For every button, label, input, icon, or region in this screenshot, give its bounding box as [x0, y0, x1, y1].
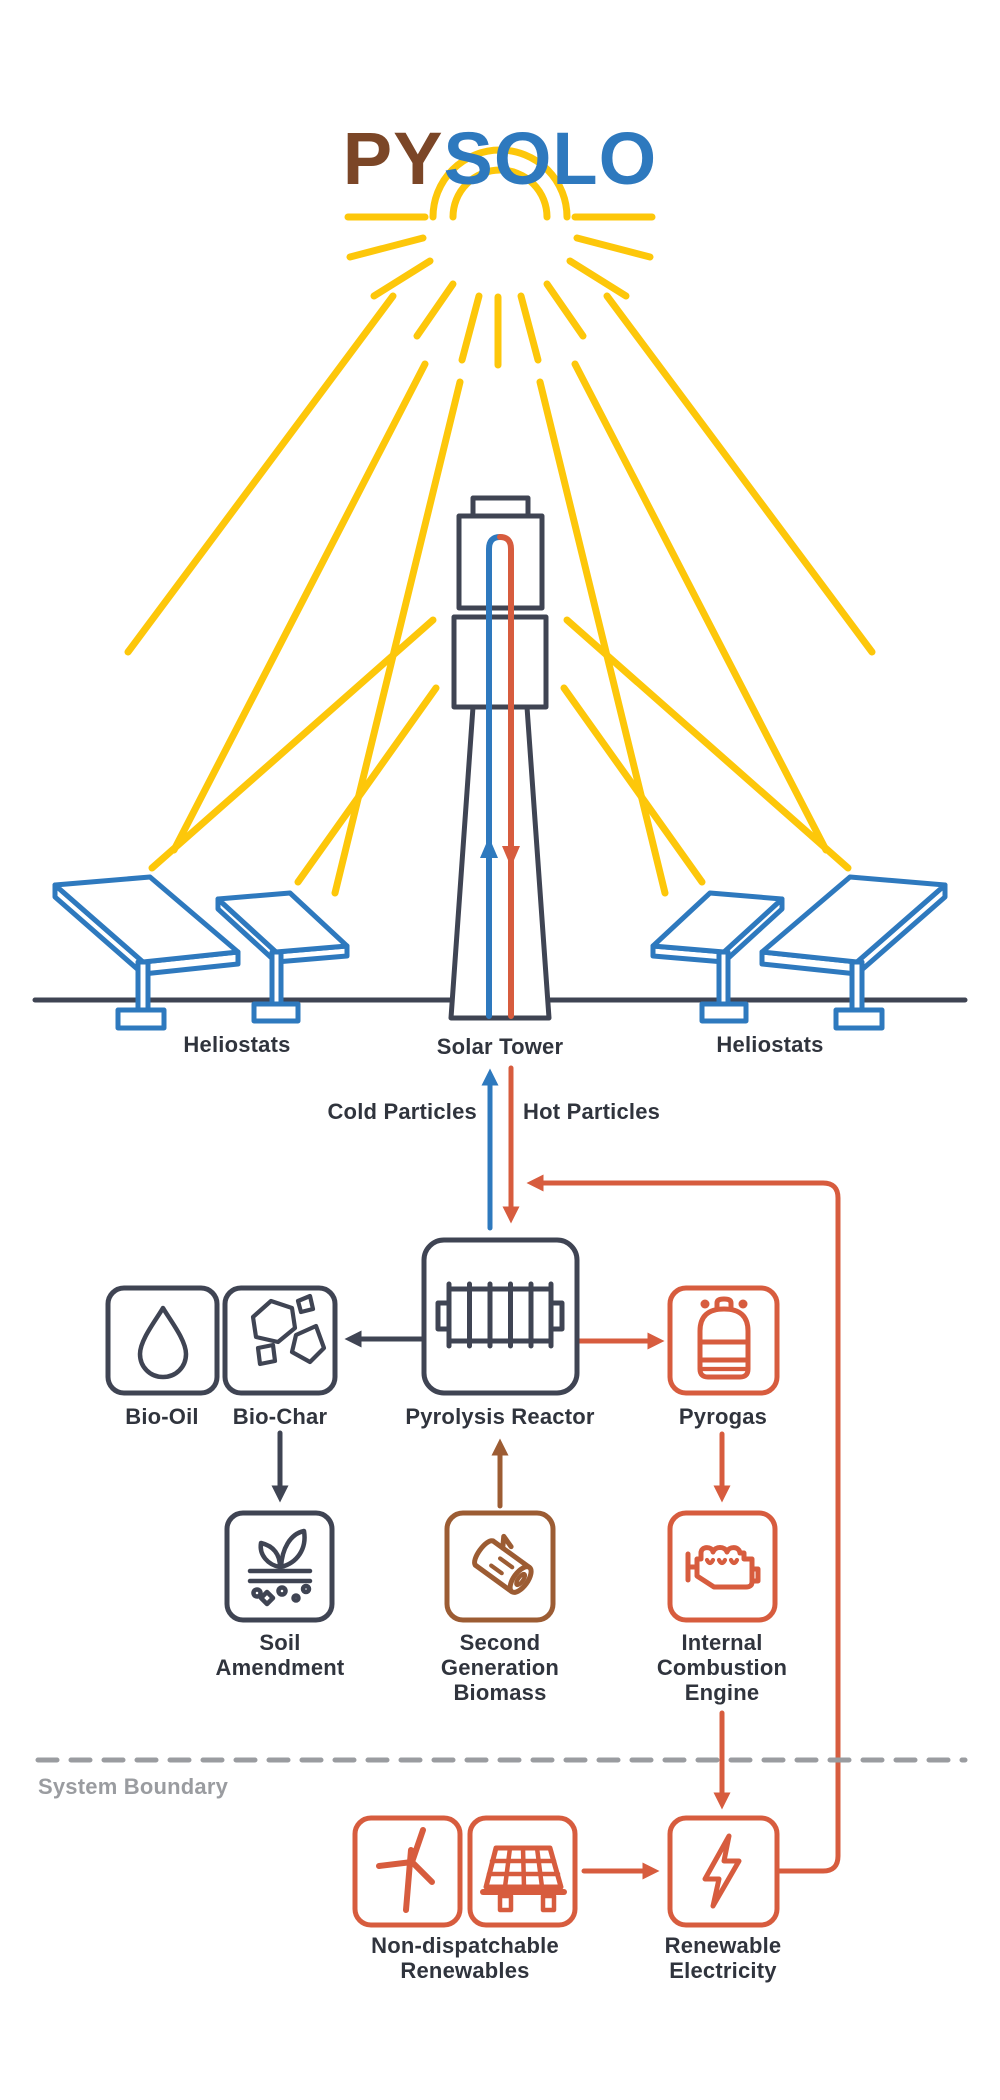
particle-pipes: [480, 534, 520, 1019]
heliostat-right-large: [759, 874, 948, 1031]
heliostat-right-small: [650, 890, 785, 1024]
rotary-kiln-icon: [435, 1281, 565, 1349]
heliostats-left-label: Heliostats: [183, 1032, 291, 1057]
heliostat-left-large: [52, 874, 241, 1031]
node-solar-renewable: [467, 1815, 578, 1928]
heliostat-left-small: [215, 890, 350, 1024]
sun-rays: [344, 213, 656, 369]
internal-combustion-engine-label: Internal Combustion Engine: [656, 1630, 788, 1705]
node-pyrogas: [667, 1285, 780, 1396]
node-renewable-electricity: [667, 1815, 780, 1928]
sun-beams: [124, 292, 876, 897]
second-generation-biomass-label: Second Generation Biomass: [440, 1630, 560, 1705]
solar-tower-structure: [448, 495, 552, 1021]
bio-oil-label: Bio-Oil: [125, 1404, 199, 1429]
node-bio-oil: [105, 1285, 220, 1396]
reflected-beams: [148, 616, 852, 886]
node-internal-combustion-engine: [667, 1510, 778, 1623]
droplet-icon: [137, 1305, 189, 1380]
node-wind-renewable: [352, 1815, 463, 1928]
node-bio-char: [222, 1285, 338, 1396]
renewable-electricity-label: Renewable Electricity: [664, 1933, 782, 1983]
solar-tower-label: Solar Tower: [436, 1034, 564, 1059]
hot-particles-label: Hot Particles: [523, 1099, 661, 1124]
logo-solo: SOLO: [443, 117, 658, 200]
node-pyrolysis-reactor: [421, 1237, 580, 1396]
engine-icon: [685, 1545, 761, 1590]
gas-cylinder-icon: [697, 1296, 751, 1380]
lightning-bolt-icon: [702, 1833, 742, 1909]
soil-amendment-label: Soil Amendment: [215, 1630, 345, 1680]
pyrolysis-reactor-label: Pyrolysis Reactor: [405, 1404, 595, 1429]
wind-turbine-icon: [376, 1827, 435, 1913]
logo: PYSOLO: [343, 122, 657, 196]
cold-particles-label: Cold Particles: [327, 1099, 477, 1124]
node-soil-amendment: [224, 1510, 335, 1623]
sun-icon: [344, 146, 656, 369]
cold-pipe-arrowhead: [480, 837, 498, 858]
system-boundary-label: System Boundary: [38, 1774, 229, 1799]
solar-panel-icon: [480, 1845, 567, 1913]
non-dispatchable-renewables-label: Non-dispatchable Renewables: [371, 1933, 559, 1983]
sprout-soil-icon: [247, 1528, 313, 1607]
bio-char-label: Bio-Char: [232, 1404, 328, 1429]
hot-pipe-arrowhead: [502, 846, 520, 867]
node-second-generation-biomass: [444, 1510, 556, 1623]
logo-py: PY: [342, 117, 444, 200]
heliostats-right-label: Heliostats: [716, 1032, 824, 1057]
log-icon: [472, 1533, 534, 1595]
char-chunks-icon: [250, 1293, 327, 1367]
electricity-feedback-line: [526, 1174, 841, 1874]
pyrogas-label: Pyrogas: [678, 1404, 768, 1429]
